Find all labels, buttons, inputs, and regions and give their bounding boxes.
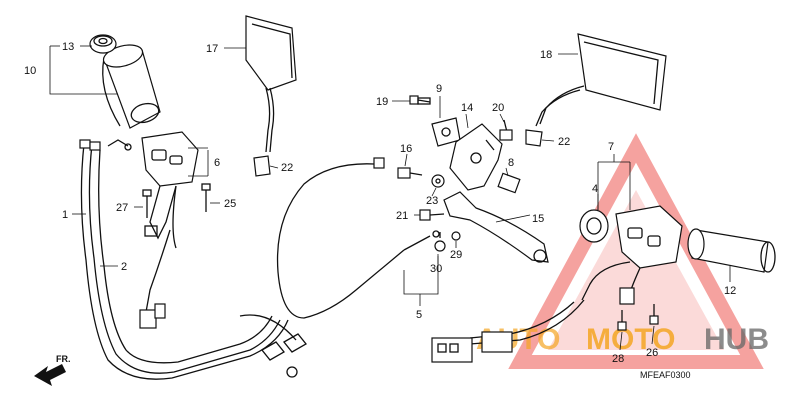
callout-19: 19 [376, 96, 388, 108]
watermark-moto: MOTO [586, 323, 675, 356]
callout-5: 5 [416, 309, 422, 321]
switch-8 [497, 172, 521, 194]
screw-26 [649, 304, 659, 325]
callout-7: 7 [608, 141, 614, 153]
callout-22b: 22 [558, 136, 570, 148]
callout-20: 20 [492, 102, 504, 114]
grip-end-weight [89, 34, 117, 54]
left-grip [102, 44, 161, 129]
callout-28: 28 [612, 353, 624, 365]
holder-9 [431, 117, 461, 147]
clutch-cable [276, 157, 440, 319]
leader-lines [49, 45, 731, 351]
callout-6: 6 [214, 157, 220, 169]
bolt-19 [409, 95, 431, 105]
screw-20 [499, 119, 513, 141]
bolt-21 [419, 209, 445, 221]
washer-23 [431, 174, 445, 188]
wiring-harness [431, 299, 585, 363]
callout-29: 29 [450, 249, 462, 261]
callout-23: 23 [426, 195, 438, 207]
screw-28 [617, 310, 627, 331]
callout-17: 17 [206, 43, 218, 55]
lever-15 [443, 191, 549, 263]
right-switch-housing [581, 205, 683, 305]
callout-12: 12 [724, 285, 736, 297]
screw-25 [201, 183, 211, 212]
screw-27 [142, 189, 152, 218]
callout-8: 8 [508, 157, 514, 169]
right-mirror [535, 33, 667, 127]
callout-4: 4 [592, 183, 598, 195]
mirror-nut-22b [525, 129, 543, 147]
bracket-14 [449, 123, 503, 191]
callout-22a: 22 [281, 162, 293, 174]
callout-10: 10 [24, 65, 36, 77]
callout-26: 26 [646, 347, 658, 359]
callout-16: 16 [400, 143, 412, 155]
callout-30: 30 [430, 263, 442, 275]
callout-13: 13 [62, 41, 74, 53]
cable-ends [239, 314, 307, 378]
callout-15: 15 [532, 213, 544, 225]
callout-2: 2 [121, 261, 127, 273]
left-mirror [245, 15, 297, 153]
watermark-hub: HUB [704, 323, 769, 356]
right-grip [687, 228, 776, 273]
seal-4 [579, 209, 609, 243]
front-arrow-label: FR. [56, 354, 71, 364]
callout-9: 9 [436, 83, 442, 95]
mirror-nut-22a [253, 155, 271, 177]
front-arrow: FR. [34, 354, 71, 386]
callout-27: 27 [116, 202, 128, 214]
callout-21: 21 [396, 210, 408, 222]
callout-25: 25 [224, 198, 236, 210]
diagram-code: MFEAF0300 [640, 370, 691, 380]
callout-14: 14 [461, 102, 473, 114]
throttle-cable-2 [98, 139, 273, 364]
throttle-cable-1 [79, 139, 289, 380]
callout-1: 1 [62, 209, 68, 221]
left-switch-housing [139, 131, 199, 329]
callouts: 13 10 1 2 6 27 25 17 22 18 22 19 9 14 20… [24, 41, 736, 365]
bolt-16 [397, 167, 423, 179]
nut-29 [451, 231, 461, 241]
callout-18: 18 [540, 49, 552, 61]
pin-30 [434, 232, 446, 252]
